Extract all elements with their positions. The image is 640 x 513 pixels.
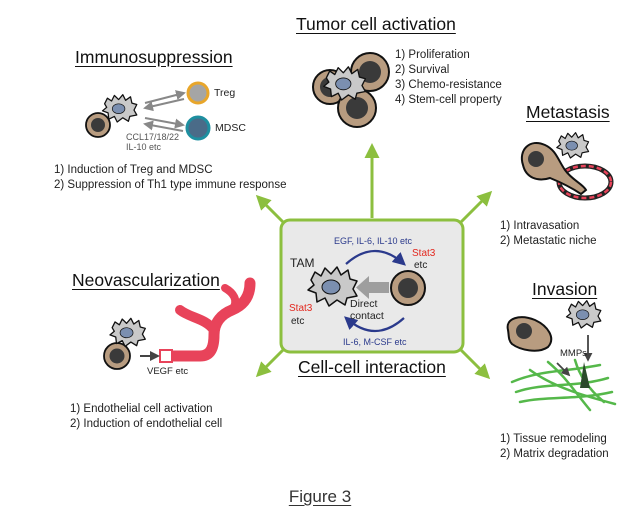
top-signals-label: EGF, IL-6, IL-10 etc [334,236,413,246]
list-item: 2) Matrix degradation [500,448,609,460]
arrow-to-invasion [459,348,491,380]
bottom-signal-arrow [344,316,405,332]
list-item: 2) Metastatic niche [500,235,597,247]
green-arrows [255,143,493,380]
neovasc-illustration [103,277,256,370]
mmps-label: MMPs [560,348,587,359]
cytokine-label-2: IL-10 etc [126,142,162,152]
tumor-activation-list: 1) Proliferation 2) Survival 3) Chemo-re… [395,48,502,108]
etc-left-label: etc [291,316,305,327]
cytokine-label-1: CCL17/18/22 [126,132,180,142]
list-item: 4) Stem-cell property [395,94,502,106]
direct-contact-line1: Direct [350,298,378,310]
list-item: 1) Intravasation [500,220,580,232]
immuno-list: 1) Induction of Treg and MDSC 2) Suppres… [54,163,286,193]
invasion-title: Invasion [532,279,598,299]
top-signal-arrow [345,250,406,266]
list-item: 2) Survival [395,64,450,76]
treg-cell [186,81,210,105]
metastasis-illustration [520,132,614,201]
arrow-to-neovasc [255,348,285,378]
list-item: 3) Chemo-resistance [395,79,502,91]
immuno-cells [85,81,211,141]
figure-caption: Figure 3 [288,487,352,506]
metastasis-title: Metastasis [526,102,610,122]
mdsc-label: MDSC [215,122,246,134]
neovascularization-title: Neovascularization [72,270,220,290]
neovasc-list: 1) Endothelial cell activation 2) Induct… [70,402,222,432]
stat3-right-label: Stat3 [412,248,436,259]
list-item: 1) Proliferation [395,49,470,61]
arrow-to-metastasis [459,190,493,224]
list-item: 2) Suppression of Th1 type immune respon… [54,179,287,191]
etc-right-label: etc [414,260,428,271]
bottom-signals-label: IL-6, M-CSF etc [343,337,407,347]
invasion-illustration [506,300,617,412]
immunosuppression-title: Immunosuppression [75,47,233,67]
direct-contact-line2: contact [350,310,384,322]
list-item: 1) Endothelial cell activation [70,403,213,415]
treg-label: Treg [214,87,236,99]
cell-cell-interaction-title: Cell-cell interaction [298,357,446,377]
stat3-left-label: Stat3 [289,303,313,314]
tam-label: TAM [290,256,315,270]
metastasis-list: 1) Intravasation 2) Metastatic niche [500,219,597,249]
invasion-list: 1) Tissue remodeling 2) Matrix degradati… [500,432,609,462]
vegf-label: VEGF etc [147,366,189,377]
list-item: 1) Induction of Treg and MDSC [54,164,213,176]
tumor-activation-title: Tumor cell activation [296,14,456,34]
tam-cell [307,266,358,307]
direct-contact-arrow [356,276,389,299]
arrow-to-immuno [255,194,285,224]
tumor-cluster [312,52,390,128]
center-tumor-cell [390,270,426,306]
list-item: 1) Tissue remodeling [500,433,607,445]
mdsc-cell [185,115,211,141]
list-item: 2) Induction of endothelial cell [70,418,223,430]
